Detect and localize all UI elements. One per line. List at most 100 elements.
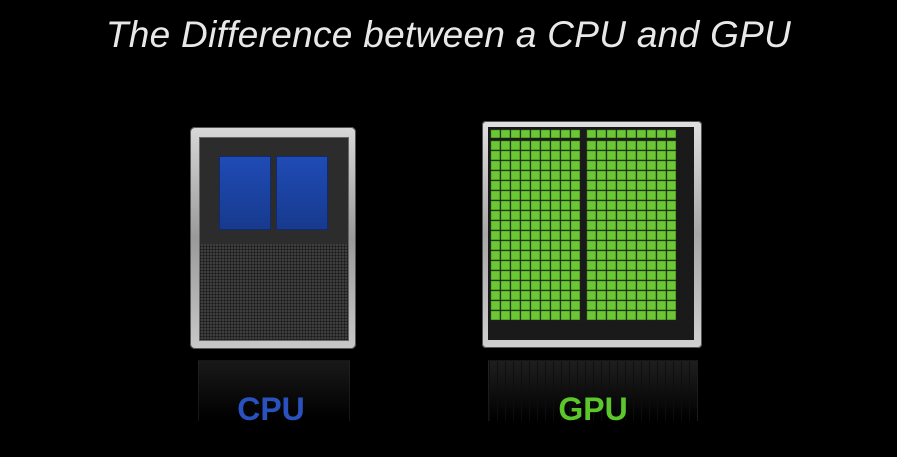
gpu-core bbox=[490, 300, 501, 311]
gpu-core bbox=[510, 190, 521, 201]
gpu-core bbox=[530, 260, 541, 271]
gpu-core bbox=[596, 230, 607, 241]
gpu-core bbox=[656, 280, 667, 291]
gpu-core bbox=[520, 180, 531, 191]
gpu-core bbox=[666, 150, 677, 161]
gpu-core bbox=[656, 129, 667, 139]
gpu-core bbox=[520, 230, 531, 241]
gpu-core bbox=[646, 300, 657, 311]
gpu-core bbox=[560, 140, 571, 151]
gpu-core bbox=[500, 300, 511, 311]
gpu-core bbox=[560, 210, 571, 221]
gpu-core bbox=[606, 230, 617, 241]
gpu-core bbox=[490, 280, 501, 291]
gpu-core bbox=[586, 129, 597, 139]
gpu-core bbox=[666, 300, 677, 311]
gpu-core bbox=[540, 190, 551, 201]
gpu-core bbox=[560, 220, 571, 231]
gpu-core bbox=[646, 150, 657, 161]
gpu-core bbox=[586, 220, 597, 231]
gpu-core bbox=[646, 220, 657, 231]
gpu-core bbox=[570, 260, 581, 271]
gpu-core bbox=[586, 240, 597, 251]
gpu-core bbox=[520, 290, 531, 301]
gpu-core bbox=[656, 230, 667, 241]
gpu-core bbox=[666, 240, 677, 251]
gpu-core bbox=[636, 310, 647, 321]
gpu-core bbox=[586, 280, 597, 291]
gpu-core bbox=[586, 200, 597, 211]
gpu-core bbox=[636, 140, 647, 151]
gpu-core bbox=[550, 310, 561, 321]
gpu-core bbox=[520, 150, 531, 161]
gpu-core bbox=[540, 280, 551, 291]
gpu-core bbox=[666, 230, 677, 241]
gpu-core bbox=[530, 250, 541, 261]
gpu-core bbox=[626, 180, 637, 191]
gpu-core bbox=[570, 280, 581, 291]
gpu-core bbox=[636, 230, 647, 241]
gpu-core bbox=[616, 180, 627, 191]
gpu-core bbox=[570, 150, 581, 161]
gpu-core-grid bbox=[490, 129, 677, 321]
gpu-core bbox=[520, 260, 531, 271]
gpu-core bbox=[616, 300, 627, 311]
gpu-core bbox=[636, 129, 647, 139]
gpu-core bbox=[666, 270, 677, 281]
gpu-core bbox=[520, 190, 531, 201]
gpu-core bbox=[606, 240, 617, 251]
gpu-core bbox=[550, 240, 561, 251]
gpu-core bbox=[606, 140, 617, 151]
gpu-core bbox=[490, 220, 501, 231]
gpu-core bbox=[666, 220, 677, 231]
gpu-core bbox=[666, 310, 677, 321]
gpu-core bbox=[500, 150, 511, 161]
gpu-core bbox=[646, 290, 657, 301]
gpu-core bbox=[646, 310, 657, 321]
gpu-core bbox=[540, 180, 551, 191]
gpu-core bbox=[560, 150, 571, 161]
gpu-core bbox=[636, 290, 647, 301]
gpu-core bbox=[500, 290, 511, 301]
gpu-core bbox=[626, 190, 637, 201]
gpu-core bbox=[596, 310, 607, 321]
gpu-core bbox=[560, 190, 571, 201]
gpu-core bbox=[540, 140, 551, 151]
gpu-core bbox=[636, 170, 647, 181]
gpu-core bbox=[570, 129, 581, 139]
gpu-core bbox=[490, 190, 501, 201]
gpu-core bbox=[586, 260, 597, 271]
gpu-core bbox=[656, 250, 667, 261]
gpu-core bbox=[666, 190, 677, 201]
gpu-core bbox=[636, 240, 647, 251]
gpu-core bbox=[530, 310, 541, 321]
gpu-core bbox=[500, 140, 511, 151]
gpu-core bbox=[550, 230, 561, 241]
gpu-core bbox=[510, 129, 521, 139]
gpu-core bbox=[616, 310, 627, 321]
gpu-core bbox=[550, 129, 561, 139]
gpu-core bbox=[530, 140, 541, 151]
gpu-core bbox=[550, 180, 561, 191]
gpu-core bbox=[570, 200, 581, 211]
gpu-core bbox=[490, 210, 501, 221]
gpu-core bbox=[510, 230, 521, 241]
gpu-core bbox=[540, 230, 551, 241]
gpu-core bbox=[540, 170, 551, 181]
gpu-core bbox=[500, 180, 511, 191]
gpu-core bbox=[560, 310, 571, 321]
gpu-core bbox=[596, 160, 607, 171]
gpu-core bbox=[666, 210, 677, 221]
gpu-core bbox=[616, 190, 627, 201]
gpu-core bbox=[616, 270, 627, 281]
gpu-label: GPU bbox=[558, 391, 628, 427]
gpu-core bbox=[530, 180, 541, 191]
gpu-core bbox=[636, 150, 647, 161]
gpu-core bbox=[530, 220, 541, 231]
gpu-core bbox=[636, 190, 647, 201]
gpu-core bbox=[560, 129, 571, 139]
gpu-core bbox=[646, 180, 657, 191]
gpu-core bbox=[490, 160, 501, 171]
gpu-core bbox=[490, 260, 501, 271]
gpu-core bbox=[500, 230, 511, 241]
